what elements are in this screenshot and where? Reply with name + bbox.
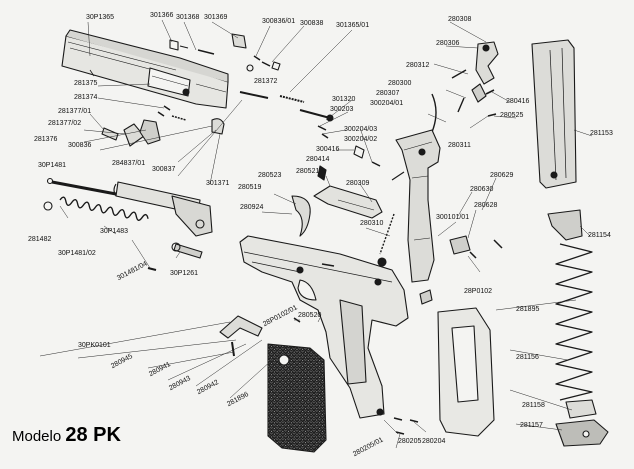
part-label: 280310: [360, 220, 384, 227]
grip-panel-right: [437, 307, 495, 437]
part-label: 30P1261: [170, 270, 199, 277]
part-label: 280519: [238, 184, 262, 191]
part-label: 280629: [490, 172, 514, 179]
part-label: 280630: [470, 186, 494, 193]
part-label: 301371: [206, 180, 230, 187]
part-label: 280523: [258, 172, 282, 179]
part-label: 280311: [448, 142, 471, 149]
part-label: 300838: [300, 20, 324, 27]
part-label: 300204/01: [370, 100, 404, 107]
mainspring-housing: [395, 129, 503, 283]
part-label: 281156: [516, 354, 539, 361]
frame-part: [239, 235, 409, 419]
part-label: 301365/01: [336, 22, 370, 29]
part-label: 281376: [34, 136, 58, 143]
part-label: 280306: [436, 40, 460, 47]
recoil-spring-group: [43, 177, 213, 271]
part-label: 30P1481: [38, 162, 67, 169]
part-label: 281372: [254, 78, 278, 85]
hammer-parts: [431, 41, 499, 133]
part-label: 280628: [474, 202, 498, 209]
model-title-prefix: Modelo: [12, 428, 62, 445]
part-label: 280416: [506, 98, 530, 105]
part-label: 300836/01: [262, 18, 296, 25]
part-label: 281153: [590, 130, 613, 137]
part-label: 281157: [520, 422, 543, 429]
magazine-parts: [531, 39, 609, 447]
slide-stop-parts: [219, 289, 433, 357]
model-title: Modelo 28 PK: [12, 424, 121, 447]
part-label: 30P1365: [86, 14, 115, 21]
part-label: 300204/03: [344, 126, 378, 133]
part-label: 300837: [152, 166, 176, 173]
part-label: 280924: [240, 204, 264, 211]
part-label: 280312: [406, 62, 430, 69]
part-label: 281482: [28, 236, 52, 243]
part-label: 280414: [306, 156, 330, 163]
part-label: 281374: [74, 94, 98, 101]
part-label: 281377/01: [58, 108, 92, 115]
slide-small-parts: [169, 33, 334, 139]
part-label: 300203: [330, 106, 354, 113]
part-label: 300204/02: [344, 136, 378, 143]
part-label: 30P1481/02: [58, 250, 96, 257]
part-label: 280307: [376, 90, 400, 97]
left-small-parts: [101, 105, 225, 147]
part-label: 280520: [298, 312, 322, 319]
grip-panel-left: [267, 343, 327, 453]
part-label: 280204: [422, 438, 446, 445]
trigger-parts: [291, 145, 405, 267]
part-label: 280309: [346, 180, 370, 187]
slide-part: [61, 29, 229, 109]
part-label: 281375: [74, 80, 98, 87]
bottom-small-parts: [393, 417, 419, 435]
part-label: 280525: [500, 112, 524, 119]
part-label: 280521: [296, 168, 320, 175]
part-label: 280205: [398, 438, 422, 445]
part-label: 300416: [316, 146, 340, 153]
part-label: 28P0102: [464, 288, 493, 295]
part-label: 300101/01: [436, 214, 470, 221]
part-label: 30PK0101: [78, 342, 111, 349]
part-label: 301320: [332, 96, 356, 103]
leader-lines: [39, 19, 593, 449]
part-label: 284837/01: [112, 160, 146, 167]
model-title-number: 28 PK: [65, 424, 121, 446]
part-label: 301366: [150, 12, 174, 19]
part-label: 281377/02: [48, 120, 82, 127]
part-label: 301369: [204, 14, 228, 21]
part-label: 281154: [588, 232, 611, 239]
part-label: 280300: [388, 80, 412, 87]
part-label: 30P1483: [100, 228, 129, 235]
part-label: 281895: [516, 306, 540, 313]
part-label: 280308: [448, 16, 472, 23]
part-label: 301368: [176, 14, 200, 21]
part-label: 281158: [522, 402, 545, 409]
part-label: 300836: [68, 142, 92, 149]
